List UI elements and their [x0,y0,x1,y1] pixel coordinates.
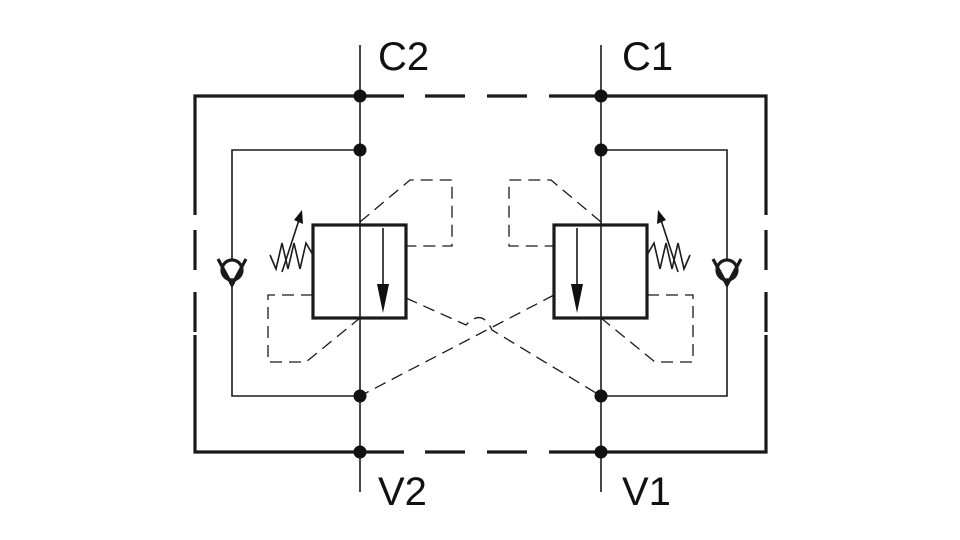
spring-left-icon [269,210,314,273]
pilot-lines [267,179,694,397]
block-frame [193,94,768,454]
check-valve-right-icon [711,258,743,289]
check-valve-left-icon [216,258,248,289]
spring-right-icon [646,210,691,273]
junction-nodes [353,89,608,459]
right-bypass-line [601,149,728,397]
port-label-c1: C1 [622,35,673,79]
valve-body-right [552,223,649,320]
left-bypass-line [231,149,360,397]
port-label-c2: C2 [378,35,429,79]
port-label-v2: V2 [378,470,427,514]
port-label-v1: V1 [622,470,671,514]
